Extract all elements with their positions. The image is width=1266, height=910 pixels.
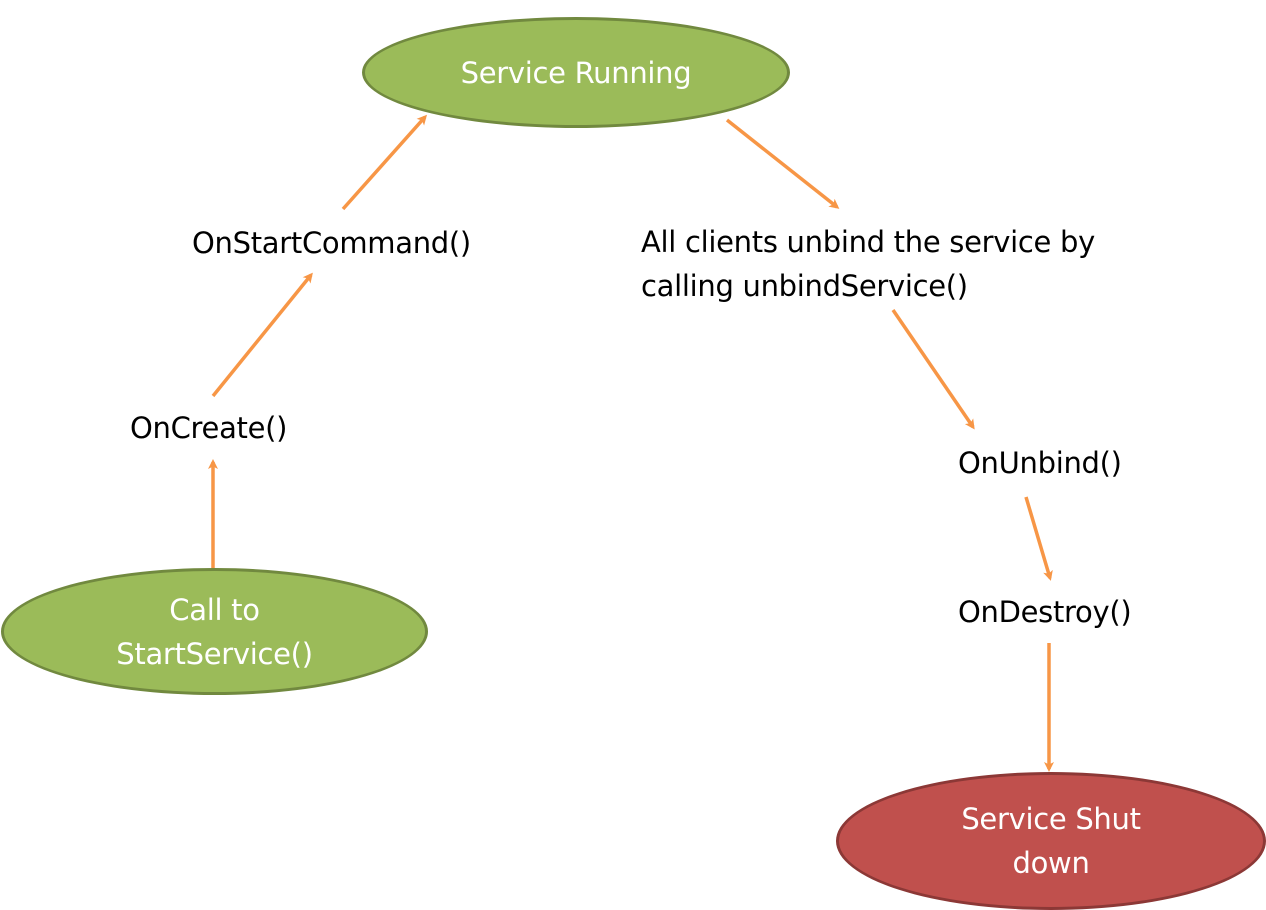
label-onstartcommand: OnStartCommand() (192, 226, 471, 260)
arrow-onstartcommand-to-running (341, 114, 427, 211)
label-oncreate: OnCreate() (130, 411, 288, 445)
node-start-line-2: StartService() (116, 636, 313, 671)
node-call-to-startservice: Call to StartService() (1, 568, 428, 695)
label-onunbind: OnUnbind() (958, 446, 1122, 480)
node-shutdown-line-1: Service Shut (961, 802, 1141, 836)
node-service-running: Service Running (362, 17, 790, 128)
node-shutdown-line-2: down (1012, 846, 1090, 880)
node-start-line-1: Call to (169, 592, 260, 627)
label-ondestroy: OnDestroy() (958, 595, 1132, 629)
node-service-shut-down: Service Shut down (836, 772, 1266, 910)
arrow-onunbind-to-ondestroy (1024, 496, 1053, 581)
label-unbind-line-2: calling unbindService() (641, 269, 968, 303)
label-unbind-all-clients: All clients unbind the service by callin… (641, 220, 1095, 308)
node-service-running-label: Service Running (460, 55, 692, 90)
arrow-running-to-unbind (725, 118, 840, 209)
arrow-unbind-to-onunbind (891, 309, 975, 430)
label-unbind-line-1: All clients unbind the service by (641, 225, 1095, 259)
arrow-oncreate-to-onstartcommand (211, 272, 313, 398)
